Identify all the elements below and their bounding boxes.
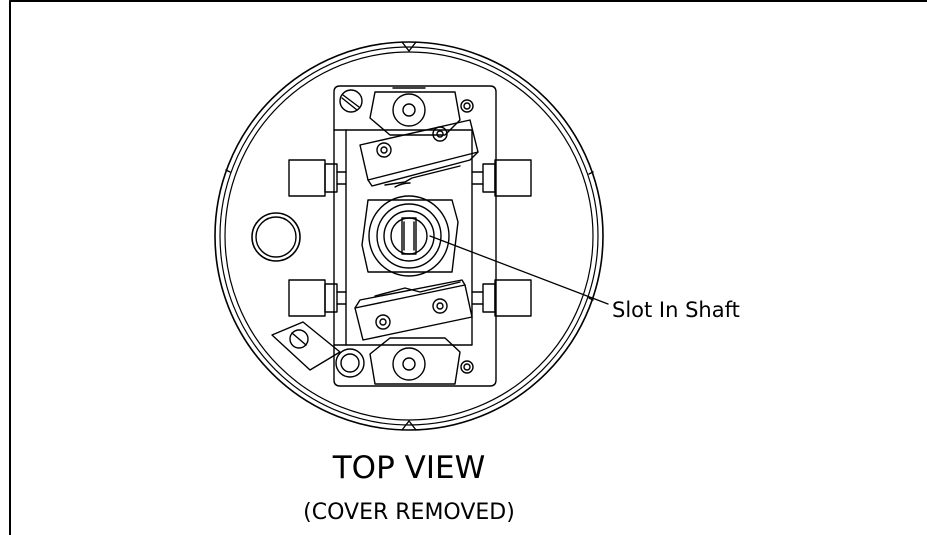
left-terminals — [288, 159, 347, 317]
lower-cam-block — [369, 337, 461, 385]
right-terminals — [471, 159, 532, 317]
lower-switch — [354, 279, 473, 341]
slot-in-shaft-label: Slot In Shaft — [612, 298, 740, 322]
plate-screws — [339, 89, 474, 374]
drawing-frame — [9, 0, 927, 535]
view-subtitle: (COVER REMOVED) — [303, 500, 515, 525]
shaft-assembly — [361, 195, 459, 277]
ground-lug — [271, 321, 365, 378]
mounting-plate — [333, 85, 497, 387]
slot-leader-line — [429, 235, 609, 305]
upper-cam-block — [369, 87, 461, 136]
upper-switch — [359, 119, 479, 188]
view-title: TOP VIEW — [332, 450, 486, 486]
conduit-entry — [251, 212, 301, 262]
housing-outline — [214, 41, 604, 431]
